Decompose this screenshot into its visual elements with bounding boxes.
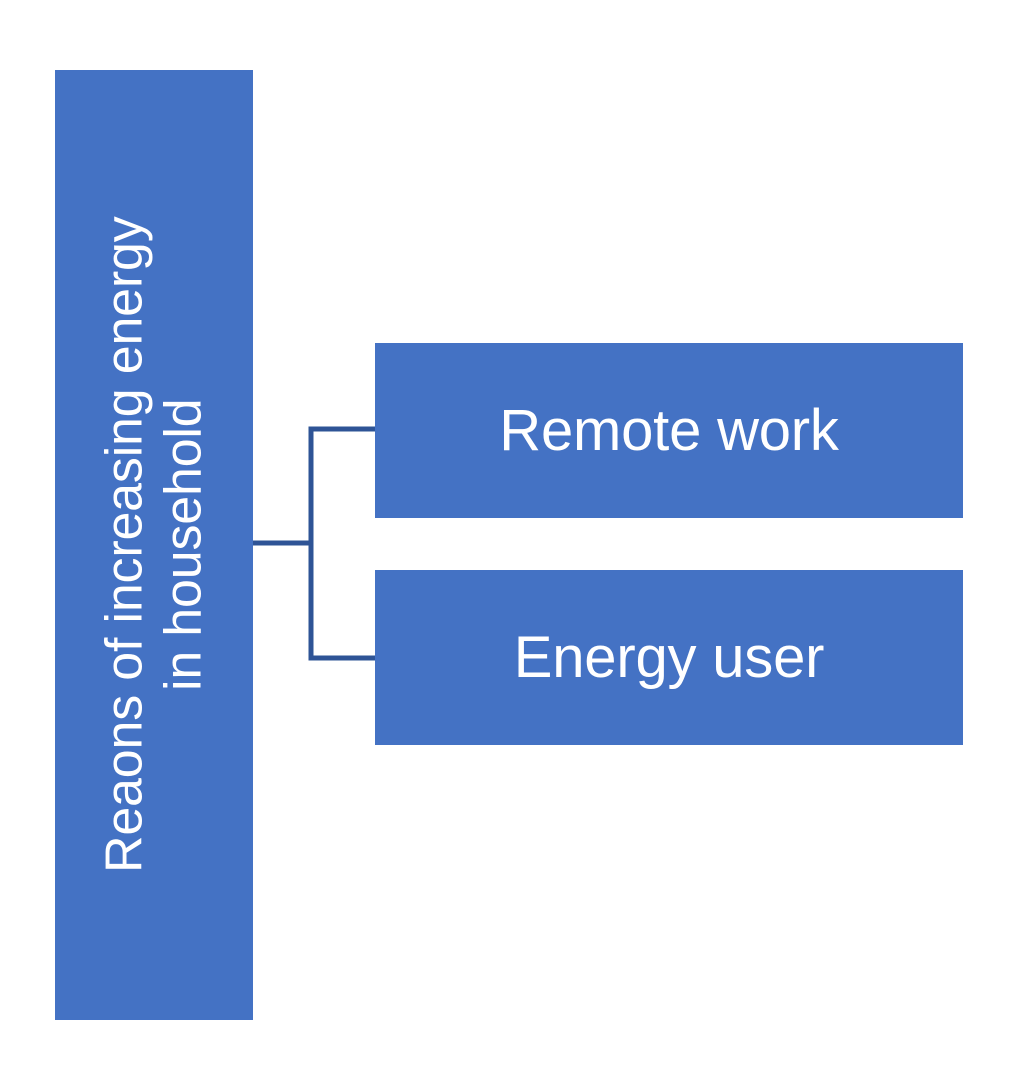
child-node-label: Remote work (499, 397, 839, 463)
root-node-bar[interactable]: Reaons of increasing energy in household (55, 70, 253, 1020)
root-node-label-line2: in household (154, 398, 212, 692)
root-node-label: Reaons of increasing energy in household (95, 217, 213, 874)
child-node-label: Energy user (513, 624, 825, 690)
child-node-remote-work[interactable]: Remote work (375, 343, 963, 518)
root-node-label-line1: Reaons of increasing energy (95, 216, 154, 874)
child-node-energy-user[interactable]: Energy user (375, 570, 963, 745)
